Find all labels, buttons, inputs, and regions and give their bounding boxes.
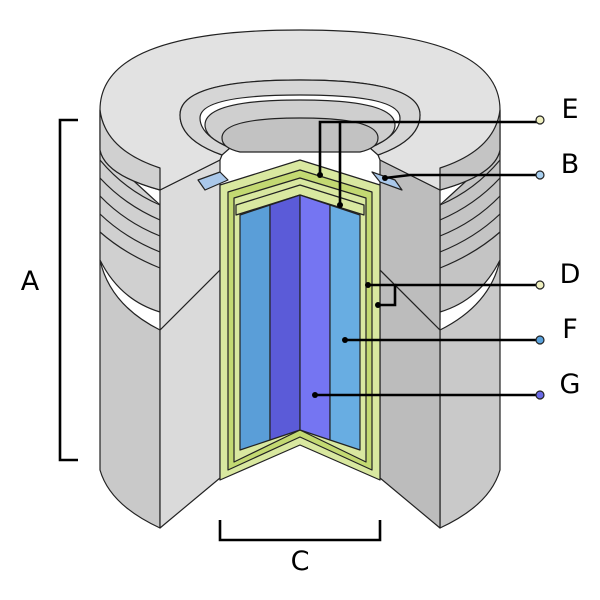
spacer-plates xyxy=(197,171,403,191)
bracket-a xyxy=(58,118,78,462)
dot-f-icon xyxy=(535,335,545,345)
dot-d-icon xyxy=(535,280,545,290)
label-g: G xyxy=(560,369,581,400)
dot-e-icon xyxy=(535,115,545,125)
label-d: D xyxy=(560,259,581,290)
bracket-c xyxy=(218,520,382,542)
label-c: C xyxy=(291,546,310,577)
label-b: B xyxy=(561,149,580,180)
dot-b-icon xyxy=(535,170,545,180)
leader-d xyxy=(365,280,545,308)
label-e: E xyxy=(561,94,578,125)
leader-f xyxy=(342,335,545,345)
leader-g xyxy=(312,390,545,400)
cell-stack xyxy=(235,184,365,451)
label-f: F xyxy=(562,314,578,345)
dot-g-icon xyxy=(535,390,545,400)
leader-b xyxy=(382,170,545,181)
leader-e xyxy=(317,115,545,208)
label-a: A xyxy=(21,266,40,297)
